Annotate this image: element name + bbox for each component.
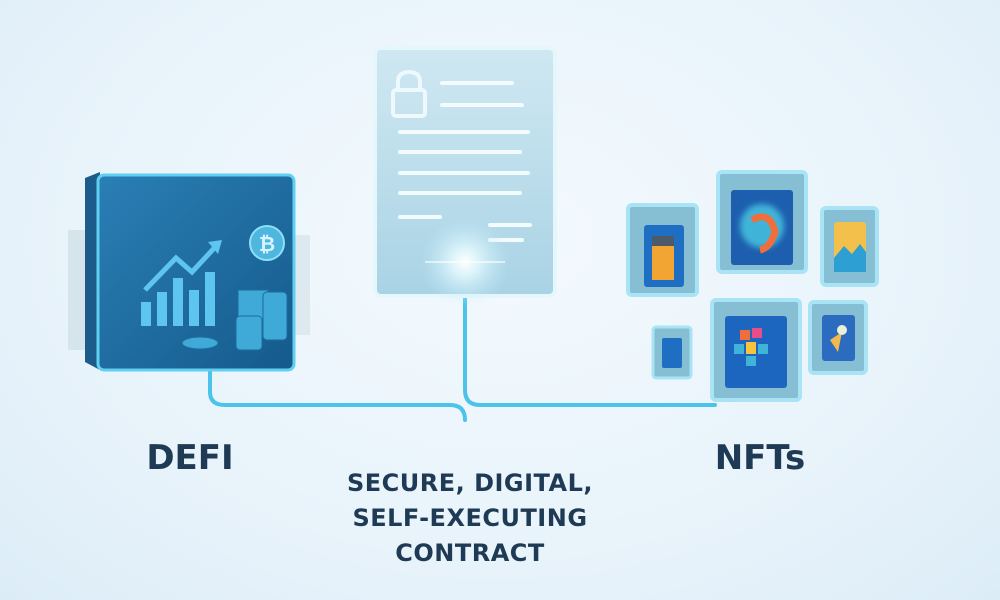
defi-panel: ₿	[68, 172, 310, 372]
caption-line: SELF-EXECUTING	[352, 504, 588, 532]
lock-icon	[391, 69, 427, 118]
svg-text:₿: ₿	[259, 232, 275, 256]
bitcoin-icon: ₿	[249, 225, 285, 261]
caption-line: SECURE, DIGITAL,	[346, 469, 594, 497]
contract-document	[373, 46, 557, 307]
nft-artwork-icon	[710, 298, 802, 402]
nft-gallery	[626, 170, 879, 402]
nfts-label: NFTs	[714, 438, 806, 478]
nft-artwork-icon	[626, 203, 699, 297]
document-text-lines	[398, 81, 532, 242]
nft-artwork-icon	[716, 170, 808, 274]
defi-label: DEFI	[146, 438, 234, 478]
contract-caption: SECURE, DIGITAL, SELF-EXECUTING CONTRACT	[300, 466, 640, 571]
connector-lines	[208, 293, 717, 422]
growth-chart-icon	[141, 240, 222, 326]
caption-line: CONTRACT	[395, 539, 545, 567]
nft-artwork-icon	[651, 325, 693, 380]
nft-artwork-icon	[820, 206, 879, 287]
nft-artwork-icon	[808, 300, 868, 375]
coin-stack-icon	[181, 289, 288, 351]
